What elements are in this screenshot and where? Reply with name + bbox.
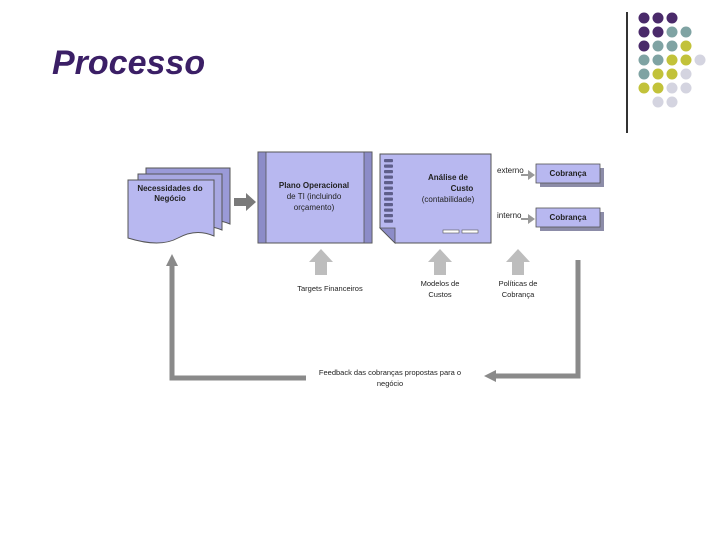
feedback-label-2: negócio <box>377 379 403 388</box>
arrow-to-internal-billing <box>521 214 535 224</box>
external-label: externo <box>497 166 524 175</box>
financial-targets-label: Targets Financeiros <box>297 284 363 293</box>
arrow-financial-targets <box>309 249 333 275</box>
cost-models-label-2: Custos <box>428 290 452 299</box>
spiral-ring <box>384 181 393 185</box>
feedback-loop-arrow <box>166 254 581 382</box>
decorative-dot <box>638 40 650 52</box>
billing-policies-label-1: Políticas de <box>499 279 538 288</box>
internal-billing-box: Cobrança <box>535 207 604 231</box>
decorative-dot <box>638 68 650 80</box>
notebook-spiral-binding <box>384 159 393 223</box>
decorative-dot <box>666 26 678 38</box>
decorative-dot <box>666 96 678 108</box>
spiral-ring <box>384 208 393 212</box>
decorative-dot <box>652 54 664 66</box>
spiral-ring <box>384 203 393 207</box>
internal-billing-label: Cobrança <box>550 213 587 222</box>
decorative-dot <box>666 40 678 52</box>
arrow-billing-policies <box>506 249 530 275</box>
business-needs-label-2: Negócio <box>154 194 186 203</box>
decorative-dot <box>666 68 678 80</box>
decorative-dot <box>638 54 650 66</box>
arrow-needs-to-plan <box>234 193 256 211</box>
business-needs-label-1: Necessidades do <box>137 184 202 193</box>
cost-analysis-label-2: Custo <box>451 184 474 193</box>
decorative-dot <box>652 12 664 24</box>
spiral-ring <box>384 214 393 218</box>
decorative-dot <box>680 40 692 52</box>
decorative-dot <box>666 82 678 94</box>
plan-label-2: de TI (incluindo <box>287 192 342 201</box>
spiral-ring <box>384 219 393 223</box>
decorative-dot <box>652 68 664 80</box>
slide-title: Processo <box>52 44 206 82</box>
decorative-vertical-line <box>626 12 628 133</box>
decorative-dot <box>666 12 678 24</box>
spiral-ring <box>384 159 393 163</box>
decorative-dot <box>652 82 664 94</box>
decorative-dot <box>638 82 650 94</box>
arrow-to-external-billing <box>521 170 535 180</box>
spiral-ring <box>384 186 393 190</box>
external-billing-box: Cobrança <box>535 163 604 187</box>
business-needs-document: Necessidades do Negócio <box>127 167 231 244</box>
spiral-ring <box>384 170 393 174</box>
spiral-ring <box>384 197 393 201</box>
decorative-dot <box>680 26 692 38</box>
spiral-ring <box>384 192 393 196</box>
plan-label-1: Plano Operacional <box>279 181 349 190</box>
arrow-cost-models <box>428 249 452 275</box>
feedback-label-1: Feedback das cobranças propostas para o <box>319 368 461 377</box>
decorative-dot <box>652 40 664 52</box>
external-billing-label: Cobrança <box>550 169 587 178</box>
spiral-ring <box>384 175 393 179</box>
decorative-dot <box>666 54 678 66</box>
plan-label-3: orçamento) <box>294 203 335 212</box>
cost-models-label-1: Modelos de <box>421 279 460 288</box>
cost-analysis-label-1: Análise de <box>428 173 469 182</box>
internal-label: interno <box>497 211 522 220</box>
decorative-dot <box>680 68 692 80</box>
cost-analysis-label-3: (contabilidade) <box>422 195 475 204</box>
decorative-dot <box>680 82 692 94</box>
decorative-dot <box>680 54 692 66</box>
billing-policies-label-2: Cobrança <box>502 290 535 299</box>
decorative-dot <box>652 26 664 38</box>
decorative-dot <box>652 96 664 108</box>
cost-analysis-notebook: Análise de Custo (contabilidade) <box>379 153 492 244</box>
decorative-dot <box>694 54 706 66</box>
it-operational-plan-box: Plano Operacional de TI (incluindo orçam… <box>257 151 373 244</box>
decorative-dot <box>638 12 650 24</box>
decorative-dot <box>638 26 650 38</box>
spiral-ring <box>384 164 393 168</box>
